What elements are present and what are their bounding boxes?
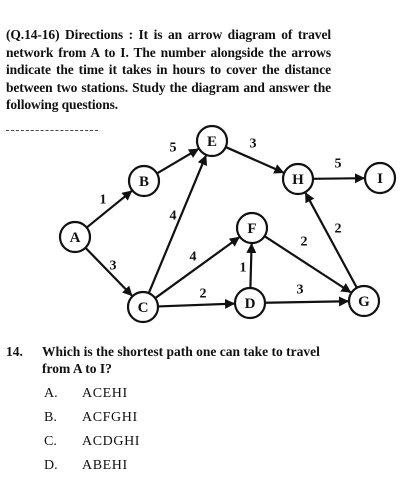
weights-layer: 1 3 5 4 4 2 1 3 2 3 2 5 — [100, 137, 342, 302]
edge-weight-c-f: 4 — [190, 250, 197, 265]
edge-a-c — [84, 246, 133, 297]
option-text: ACDGHI — [82, 434, 141, 449]
edge-weight-f-g: 2 — [301, 235, 308, 250]
option-letter: B. — [44, 410, 57, 425]
node-circle — [281, 162, 315, 196]
node-circle — [363, 161, 397, 195]
node-i: I — [363, 161, 397, 195]
directions-paragraph: (Q.14-16) Directions : It is an arrow di… — [6, 27, 331, 113]
node-label: C — [138, 300, 149, 316]
edge-weight-c-d: 2 — [200, 287, 207, 302]
edge-weight-b-e: 5 — [170, 141, 177, 156]
edge-weight-a-c: 3 — [110, 259, 117, 274]
node-a: A — [58, 220, 92, 254]
edge-f-g — [263, 235, 352, 294]
node-c: C — [126, 290, 160, 324]
node-d: D — [233, 286, 267, 320]
node-e: E — [195, 124, 229, 158]
node-circle — [347, 284, 381, 318]
section-divider — [6, 130, 98, 131]
node-label: E — [207, 134, 217, 150]
node-circle — [126, 290, 160, 324]
node-circle — [127, 164, 161, 198]
option-text: ACFGHI — [82, 410, 138, 425]
edge-weight-h-i: 5 — [335, 157, 342, 172]
node-circle — [233, 286, 267, 320]
edge-c-e — [147, 154, 208, 294]
node-label: I — [377, 171, 383, 187]
edge-b-e — [156, 148, 200, 175]
node-label: H — [292, 172, 304, 188]
edge-weight-g-h: 2 — [335, 222, 342, 237]
node-g: G — [347, 284, 381, 318]
edge-c-d — [157, 298, 236, 309]
edge-h-i — [312, 173, 366, 184]
option-letter: C. — [44, 434, 57, 449]
option-text: ACEHI — [82, 386, 128, 401]
nodes-layer: A B C D E F G H I — [58, 124, 397, 324]
option-letter: D. — [44, 458, 58, 473]
node-label: G — [358, 294, 370, 310]
edge-weight-c-e: 4 — [170, 209, 177, 224]
edge-weight-e-h: 3 — [250, 137, 257, 152]
edge-d-f — [246, 242, 257, 289]
node-label: F — [247, 221, 256, 237]
edge-c-f — [154, 236, 240, 300]
question-text: Which is the shortest path one can take … — [42, 344, 320, 376]
option-letter: A. — [44, 386, 58, 401]
node-f: F — [235, 211, 269, 245]
node-label: D — [245, 296, 256, 312]
edge-weight-d-g: 3 — [297, 283, 304, 298]
edge-g-h — [304, 192, 358, 289]
node-circle — [195, 124, 229, 158]
option-text: ABEHI — [82, 458, 128, 473]
edge-weight-d-f: 1 — [240, 261, 247, 276]
edge-a-b — [85, 190, 133, 229]
node-label: B — [139, 174, 149, 190]
node-circle — [58, 220, 92, 254]
question-number: 14. — [6, 344, 23, 359]
edge-e-h — [225, 146, 285, 174]
node-circle — [235, 211, 269, 245]
node-b: B — [127, 164, 161, 198]
edge-d-g — [264, 296, 350, 307]
edges-layer — [84, 146, 366, 309]
node-h: H — [281, 162, 315, 196]
edge-weight-a-b: 1 — [100, 193, 107, 208]
node-label: A — [70, 230, 81, 246]
